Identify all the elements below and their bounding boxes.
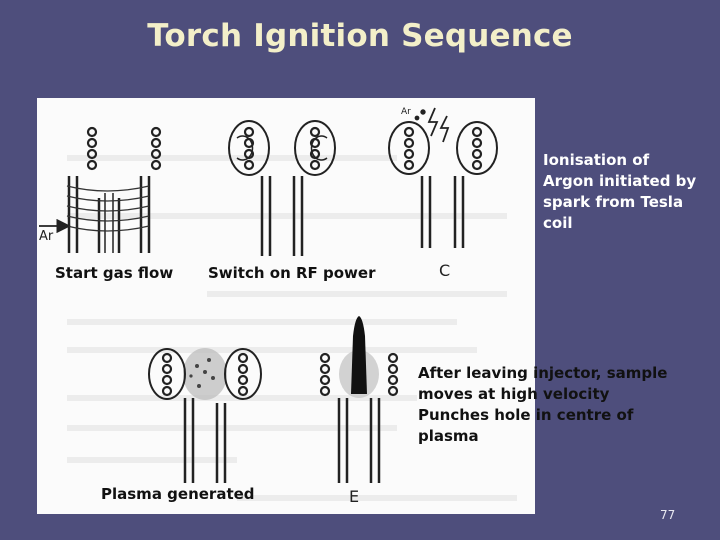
injector-note-line: Punches hole in centre of — [418, 405, 714, 426]
injector-note-text: plasma — [418, 427, 479, 445]
panel-a-coil — [88, 128, 160, 169]
injector-note-text: Punches hole in centre of — [418, 406, 633, 424]
panel-d-torch — [185, 398, 225, 483]
panel-e-letter: E — [349, 487, 359, 506]
torch-diagram: Ar — [37, 98, 535, 514]
plasma-generated-label: Plasma generated — [101, 485, 255, 503]
injector-note-line: moves at high velocity — [418, 384, 714, 405]
ionisation-note: Ionisation of Argon initiated by spark f… — [543, 150, 715, 234]
start-gas-flow-label: Start gas flow — [55, 264, 173, 282]
argon-label: Ar — [39, 229, 54, 244]
injector-note-text: After leaving injector, sample — [418, 364, 667, 382]
page-number: 77 — [660, 508, 675, 522]
injector-note-text: moves at high velocity — [418, 385, 609, 403]
diagram-panel: Ar — [37, 98, 535, 514]
injector-note-line: plasma — [418, 426, 714, 447]
panel-d-plasma — [183, 348, 227, 400]
panel-e-plasma — [339, 316, 379, 398]
panel-c-coil — [405, 128, 481, 169]
tesla-spark — [416, 108, 449, 142]
argon-spark-label: Ar — [401, 107, 411, 117]
panel-c-letter: C — [439, 261, 450, 280]
panel-a-winding — [67, 186, 149, 231]
ionisation-note-line: coil — [543, 213, 715, 234]
switch-rf-label: Switch on RF power — [208, 264, 375, 282]
ionisation-note-line: Ionisation of — [543, 150, 715, 171]
ionisation-note-line: Argon initiated by — [543, 171, 715, 192]
panel-c-torch — [422, 176, 463, 248]
injector-note-line: After leaving injector, sample — [418, 363, 714, 384]
injector-note: After leaving injector, sample moves at … — [418, 363, 714, 447]
ionisation-note-line: spark from Tesla — [543, 192, 715, 213]
panel-e-torch — [339, 398, 379, 483]
panel-b-coil — [245, 128, 319, 169]
slide-title: Torch Ignition Sequence — [0, 18, 720, 54]
